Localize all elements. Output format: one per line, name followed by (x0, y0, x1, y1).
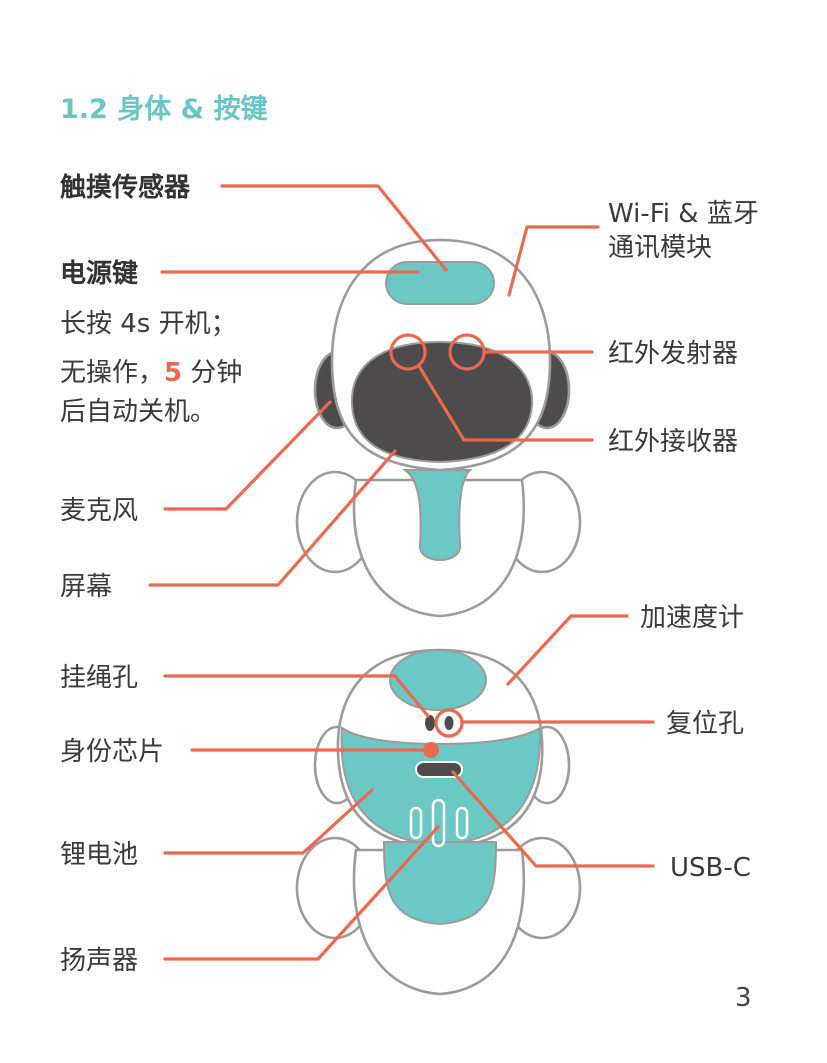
reset-hole (444, 716, 454, 730)
speaker-slot-right (455, 806, 469, 840)
front-chest-strip (401, 469, 473, 561)
power-note-line2: 无操作，5 分钟 (60, 358, 242, 388)
speaker-slot-center (431, 798, 446, 848)
leader-usb-c (451, 770, 655, 868)
label-accelerometer: 加速度计 (640, 603, 744, 633)
back-leader-lines (163, 614, 655, 961)
lanyard-hole (425, 715, 435, 731)
leader-battery (163, 788, 374, 855)
ir-receiver-circle (389, 333, 427, 371)
usb-c-port (415, 761, 463, 778)
label-id-chip: 身份芯片 (60, 737, 164, 767)
power-note-line2-suffix: 分钟 (182, 358, 242, 388)
power-note-line3: 后自动关机。 (60, 397, 216, 427)
label-battery: 锂电池 (60, 840, 138, 870)
label-usb-c: USB-C (670, 853, 751, 883)
label-wifi-bt-line2: 通讯模块 (608, 233, 712, 263)
leader-speaker (163, 825, 440, 961)
leader-accelerometer (506, 614, 629, 686)
label-ir-emitter: 红外发射器 (608, 339, 738, 369)
leader-microphone (163, 400, 332, 511)
leader-wifi-bt (507, 225, 600, 297)
leader-lanyard-hole (163, 674, 430, 718)
touch-sensor-pad (385, 261, 495, 305)
label-touch-sensor: 触摸传感器 (60, 173, 191, 203)
label-reset-hole: 复位孔 (666, 709, 744, 739)
back-top-cap (389, 649, 487, 711)
power-note-line1: 长按 4s 开机； (60, 309, 237, 339)
label-power-key: 电源键 (60, 258, 138, 289)
front-leader-lines (148, 184, 600, 587)
section-title: 1.2 身体 & 按键 (60, 93, 268, 125)
label-speaker: 扬声器 (60, 946, 138, 976)
label-microphone: 麦克风 (60, 496, 138, 526)
leader-ir-receiver (417, 364, 594, 442)
power-note-minutes: 5 (164, 358, 182, 388)
label-screen: 屏幕 (60, 572, 112, 602)
page-number: 3 (735, 983, 752, 1013)
speaker-slot-left (409, 806, 423, 840)
label-lanyard-hole: 挂绳孔 (60, 663, 138, 693)
label-ir-receiver: 红外接收器 (608, 427, 738, 457)
label-wifi-bt-line1: Wi-Fi & 蓝牙 (608, 199, 759, 229)
leader-touch-sensor (220, 184, 448, 272)
power-note-line2-prefix: 无操作， (60, 358, 164, 388)
robot-back-view (295, 648, 582, 996)
robot-front-view (295, 238, 582, 618)
leader-screen (148, 449, 397, 587)
